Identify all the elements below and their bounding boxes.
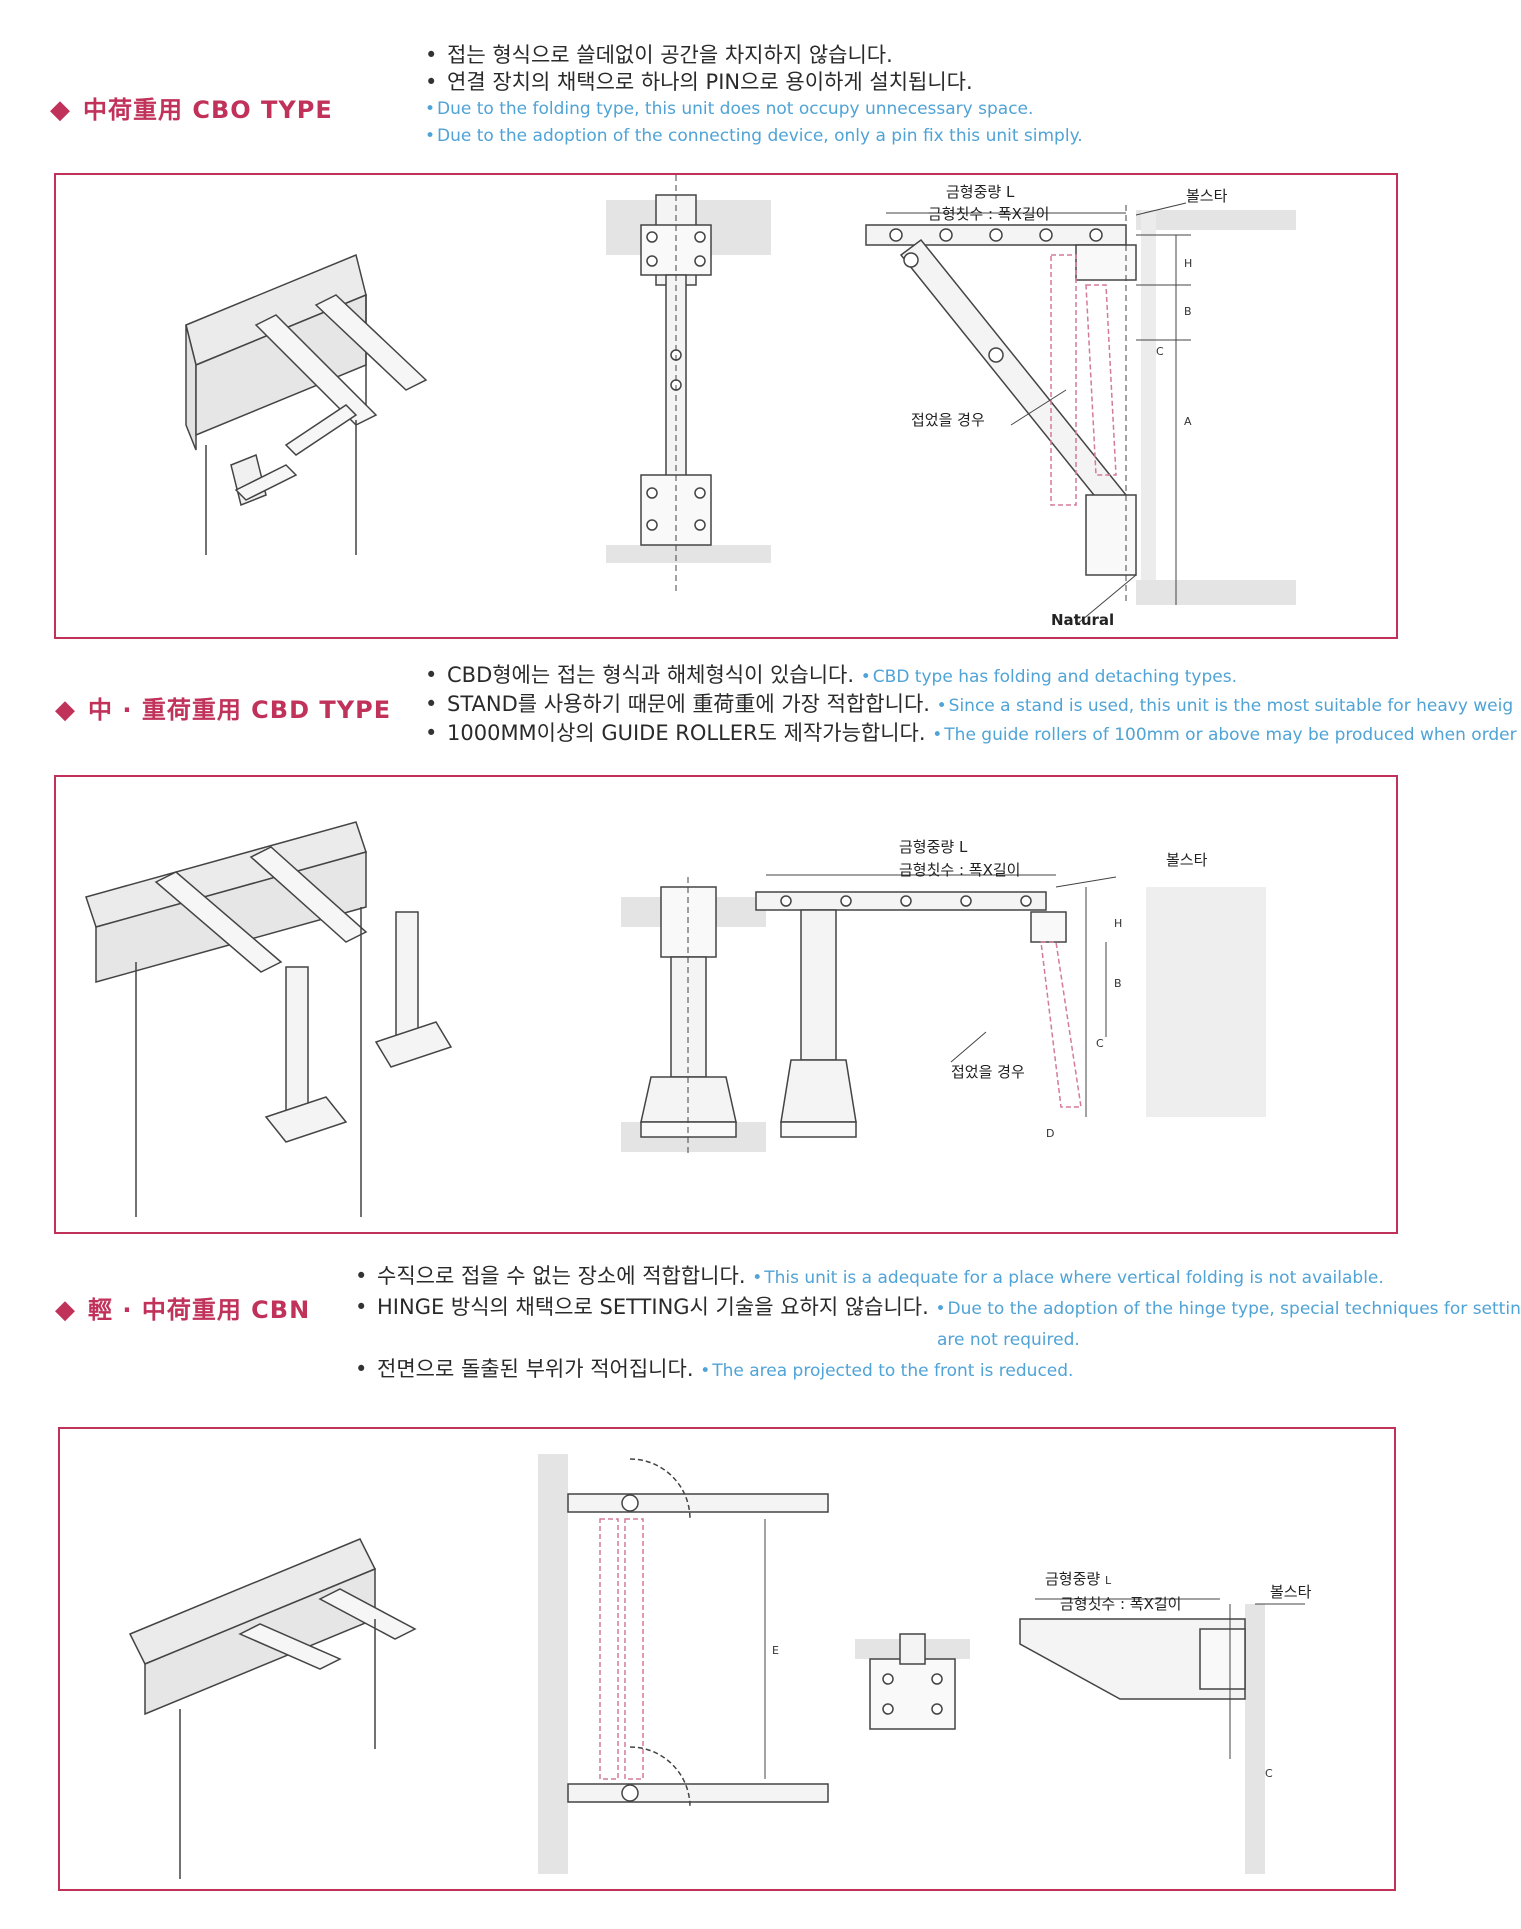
cbn-diagram-panel: 금형중량 L 금형칫수 : 폭X길이 볼스타 E C	[58, 1427, 1396, 1891]
dim-label: C	[1096, 1037, 1104, 1050]
cbd-front-view	[621, 877, 766, 1157]
cbo-front-view	[606, 175, 771, 595]
bullet-en: Due to the folding type, this unit does …	[425, 96, 1083, 123]
bullet-en: Due to the adoption of the connecting de…	[425, 123, 1083, 150]
cbn-line: 전면으로 돌출된 부위가 적어집니다. The area projected t…	[355, 1355, 1425, 1386]
cbd-side-view	[755, 874, 1266, 1138]
cbd-weight-label: 금형중량 L	[899, 838, 968, 856]
cbo-isometric-view	[185, 253, 428, 555]
dim-label: E	[772, 1644, 779, 1657]
cbn-isometric-view	[128, 1538, 417, 1879]
bullet-kr: 연결 장치의 채택으로 하나의 PIN으로 용이하게 설치됩니다.	[425, 69, 1083, 96]
dim-label: B	[1184, 305, 1192, 318]
cbd-line: STAND를 사용하기 때문에 重荷重에 가장 적합합니다. Since a s…	[425, 691, 1513, 720]
cbd-folded-label: 접었을 경우	[951, 1063, 1025, 1081]
dim-label: H	[1184, 257, 1192, 270]
cbn-line: HINGE 방식의 채택으로 SETTING시 기술을 요하지 않습니다. Du…	[355, 1293, 1521, 1324]
cbn-size-label: 금형칫수 : 폭X길이	[1060, 1595, 1181, 1613]
cbn-side-view	[1019, 1598, 1305, 1874]
cbo-drawing: 금형중량 L 금형칫수 : 폭X길이 볼스타 접었을 경우 Natural H …	[185, 175, 1296, 629]
section-title-cbd: ◆中 · 重荷重用 CBD TYPE	[55, 695, 392, 725]
dim-label: C	[1156, 345, 1164, 358]
cbo-natural-label: Natural	[1051, 611, 1114, 629]
cbd-bolster-label: 볼스타	[1166, 851, 1208, 869]
diamond-icon: ◆	[55, 1295, 76, 1325]
cbd-drawing: 금형중량 L 금형칫수 : 폭X길이 볼스타 접었을 경우 H B C D	[85, 821, 1266, 1217]
cbo-description: 접는 형식으로 쓸데없이 공간을 차지하지 않습니다. 연결 장치의 채택으로 …	[425, 42, 1083, 150]
dim-label: B	[1114, 977, 1122, 990]
cbn-front-view	[855, 1633, 970, 1730]
cbn-line: 수직으로 접을 수 없는 장소에 적합합니다. This unit is a a…	[355, 1262, 1425, 1293]
dim-label: C	[1265, 1767, 1273, 1780]
cbn-bolster-label: 볼스타	[1270, 1583, 1312, 1601]
cbo-diagram-panel: 금형중량 L 금형칫수 : 폭X길이 볼스타 접었을 경우 Natural H …	[54, 173, 1398, 639]
diamond-icon: ◆	[50, 95, 71, 125]
cbd-line: CBD형에는 접는 형식과 해체형식이 있습니다. CBD type has f…	[425, 662, 1425, 691]
cbn-weight-label: 금형중량 L	[1045, 1570, 1112, 1588]
cbn-description: 수직으로 접을 수 없는 장소에 적합합니다. This unit is a a…	[355, 1262, 1521, 1386]
cbo-weight-label: 금형중량 L	[946, 183, 1015, 201]
section-title-cbn: ◆輕 · 中荷重用 CBN	[55, 1295, 311, 1325]
cbo-side-view	[865, 202, 1296, 626]
dim-label: A	[1184, 415, 1192, 428]
cbo-folded-label: 접었을 경우	[911, 411, 985, 429]
cbn-top-view	[538, 1454, 829, 1874]
dim-label: H	[1114, 917, 1122, 930]
dim-label: D	[1046, 1127, 1054, 1140]
cbd-size-label: 금형칫수 : 폭X길이	[899, 861, 1020, 879]
cbd-diagram-panel: 금형중량 L 금형칫수 : 폭X길이 볼스타 접었을 경우 H B C D	[54, 775, 1398, 1234]
cbo-size-label: 금형칫수 : 폭X길이	[928, 205, 1049, 223]
cbd-line: 1000MM이상의 GUIDE ROLLER도 제작가능합니다. The gui…	[425, 720, 1517, 749]
diamond-icon: ◆	[55, 695, 76, 725]
cbo-bolster-label: 볼스타	[1186, 187, 1228, 205]
cbd-description: CBD형에는 접는 형식과 해체형식이 있습니다. CBD type has f…	[425, 662, 1517, 749]
cbn-line: are not required.	[937, 1330, 1080, 1350]
bullet-kr: 접는 형식으로 쓸데없이 공간을 차지하지 않습니다.	[425, 42, 1083, 69]
cbd-isometric-view	[85, 821, 453, 1217]
section-title-cbo: ◆中荷重用 CBO TYPE	[50, 95, 333, 125]
cbn-drawing: 금형중량 L 금형칫수 : 폭X길이 볼스타 E C	[128, 1454, 1312, 1879]
